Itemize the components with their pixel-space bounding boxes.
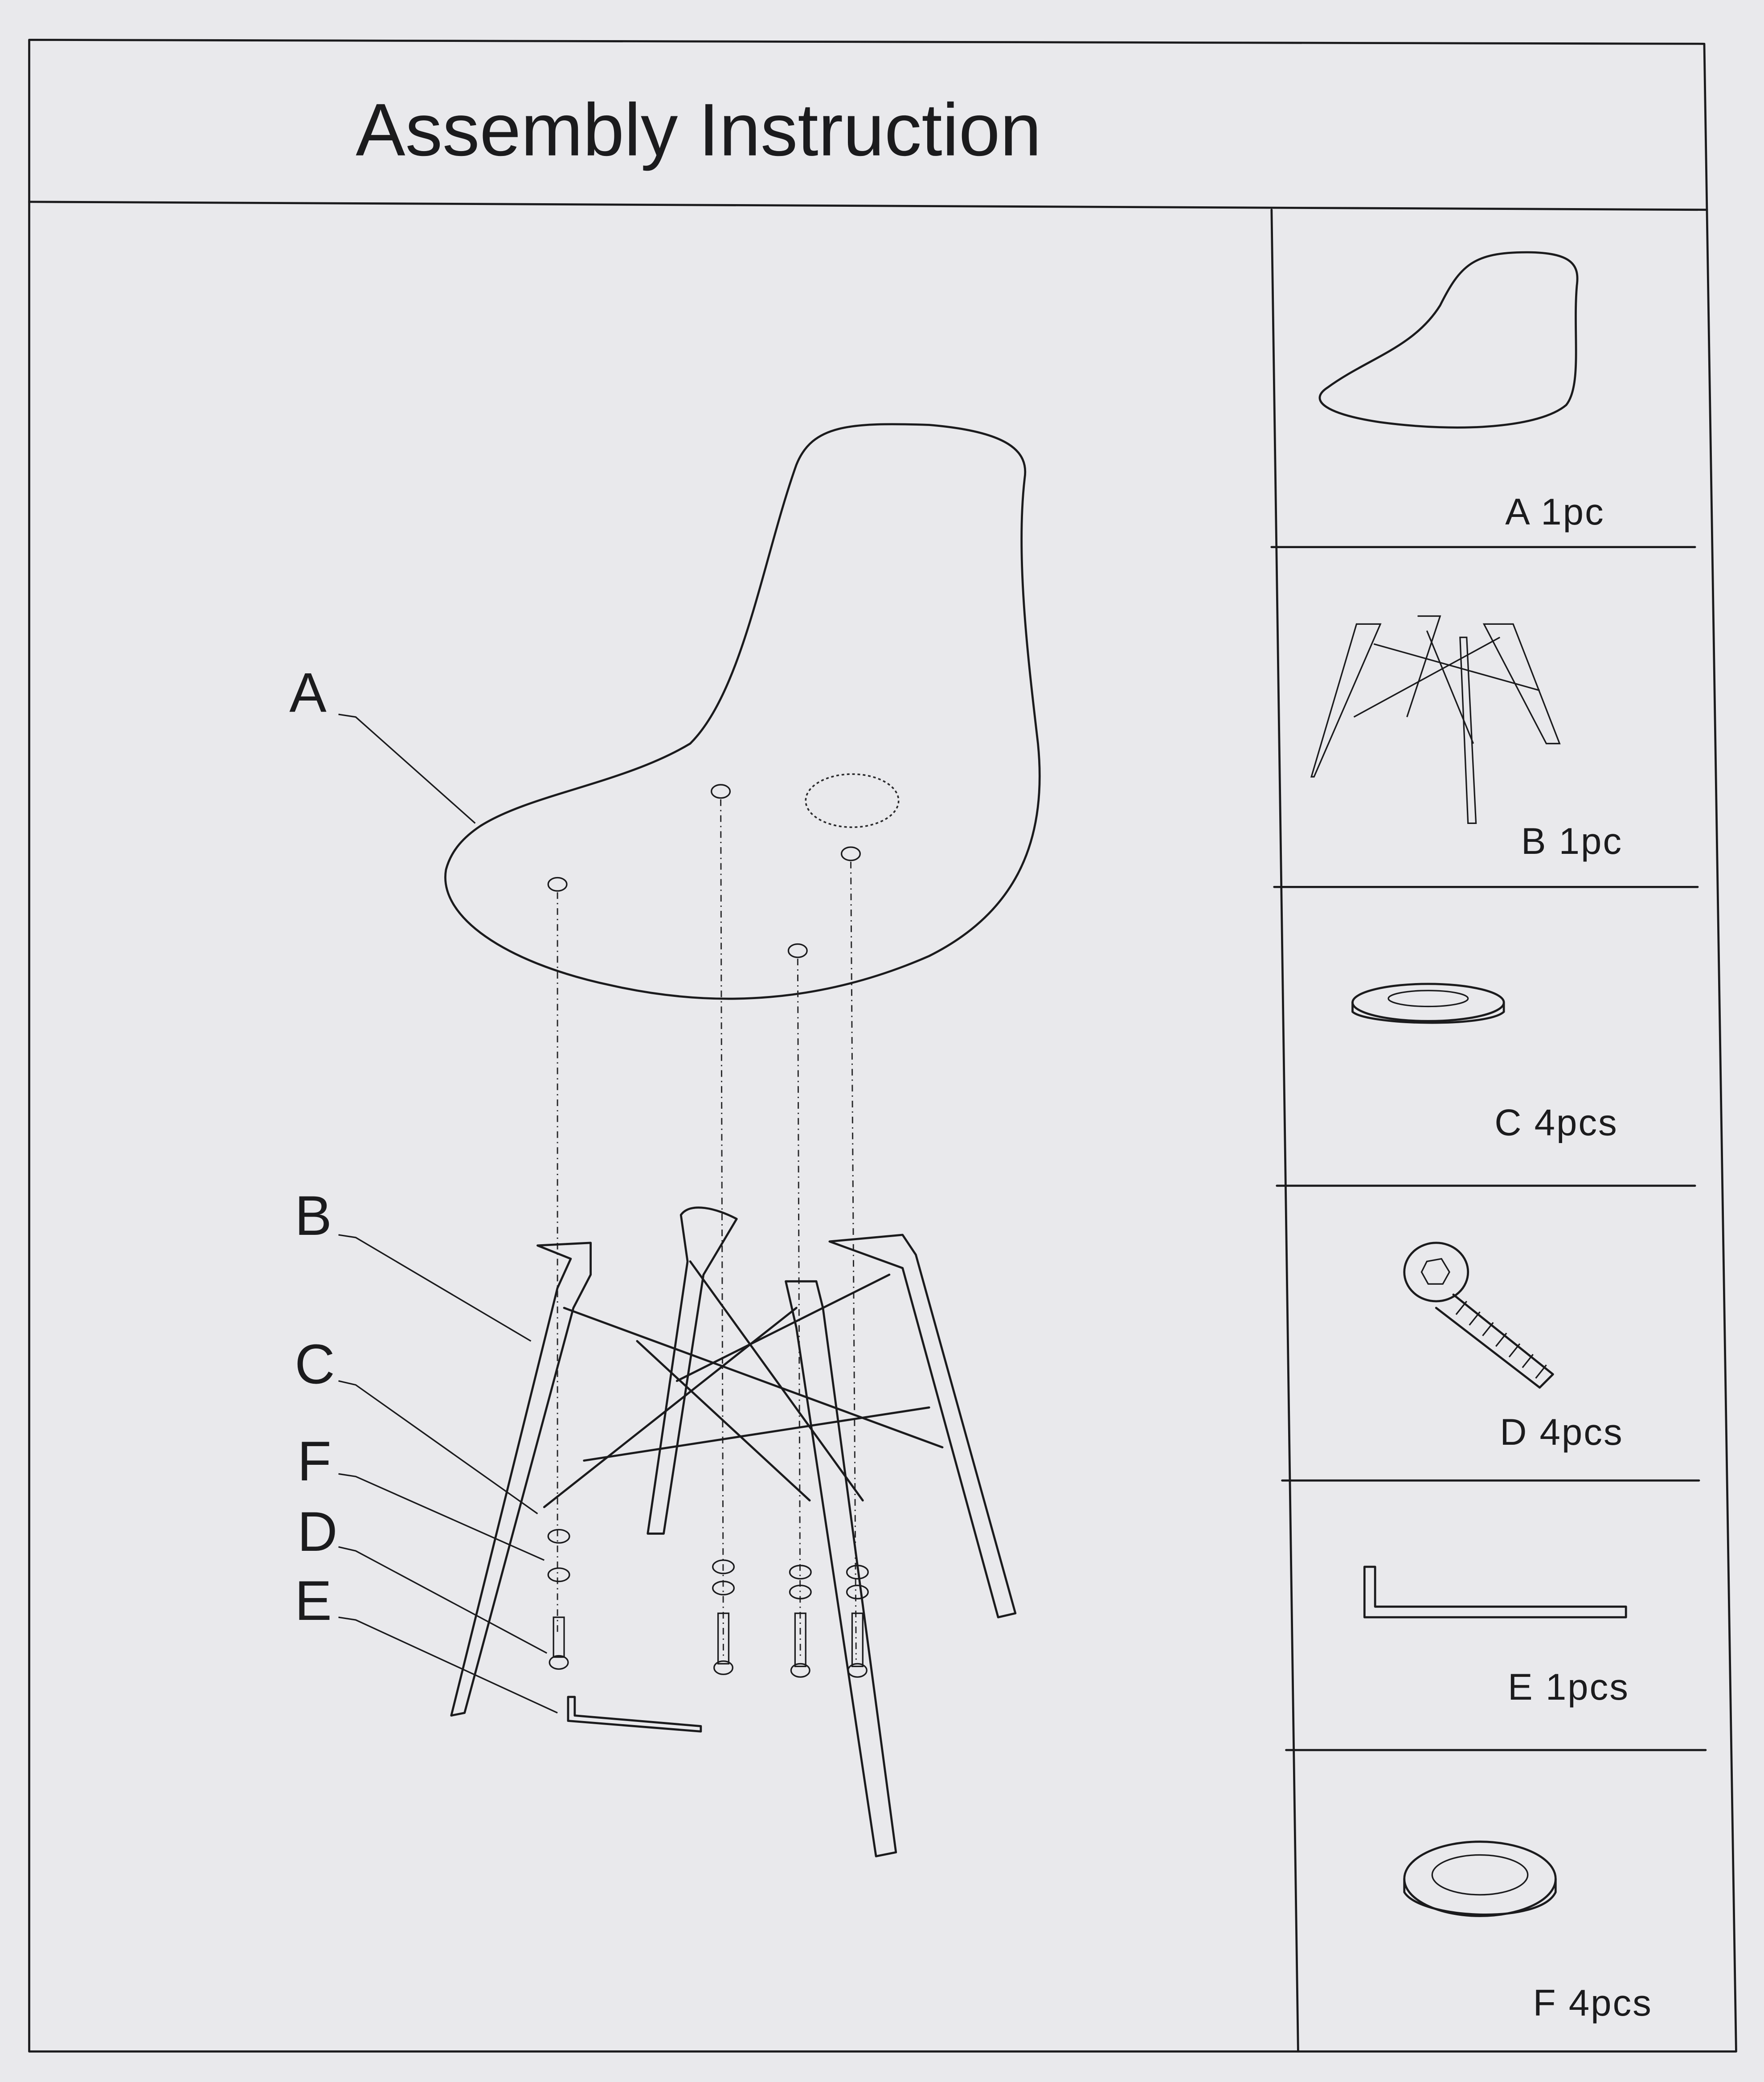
fastener-stack-2	[712, 1559, 735, 1675]
sheet-frame	[28, 39, 1737, 2053]
part-b-label: B 1pc	[1521, 820, 1623, 862]
flat-washer-icon	[1351, 983, 1505, 1024]
part-f: F 4pcs	[1403, 1840, 1653, 2024]
part-d: D 4pcs	[1403, 1242, 1623, 1453]
callout-f: F	[297, 1430, 331, 1492]
fastener-stack-4	[846, 1565, 869, 1678]
callout-leaders	[338, 713, 558, 1714]
allen-key-icon	[1363, 1566, 1627, 1619]
part-c-label: C 4pcs	[1494, 1102, 1618, 1143]
fasteners	[547, 1529, 869, 1733]
seat-shell	[444, 423, 1041, 1000]
hex-bolt-icon	[1403, 1242, 1554, 1389]
alignment-lines	[557, 799, 857, 1660]
page-title: Assembly Instruction	[356, 89, 1041, 172]
part-e-label: E 1pcs	[1508, 1666, 1629, 1708]
allen-key	[567, 1696, 702, 1733]
callout-a: A	[289, 661, 327, 724]
leg-base	[450, 1206, 1017, 1857]
part-a: A 1pc	[1318, 251, 1605, 533]
callout-c: C	[295, 1333, 335, 1396]
fastener-stack-3	[789, 1565, 812, 1678]
spring-washer-icon	[1403, 1840, 1557, 1917]
seat-shell-icon	[1318, 251, 1579, 429]
callout-e: E	[295, 1570, 332, 1632]
fastener-stack-1	[547, 1529, 570, 1670]
part-b: B 1pc	[1310, 615, 1623, 862]
parts-list: A 1pc B 1pc C 4pcs	[1310, 251, 1653, 2024]
callout-d: D	[297, 1500, 337, 1563]
exploded-assembly-diagram: A B C F D E	[289, 423, 1041, 1857]
leg-base-icon	[1310, 615, 1561, 824]
part-f-label: F 4pcs	[1533, 1982, 1653, 2024]
callout-b: B	[295, 1184, 332, 1247]
part-e: E 1pcs	[1363, 1566, 1629, 1708]
part-d-label: D 4pcs	[1500, 1411, 1623, 1453]
part-c: C 4pcs	[1351, 983, 1618, 1143]
part-a-label: A 1pc	[1505, 491, 1605, 533]
